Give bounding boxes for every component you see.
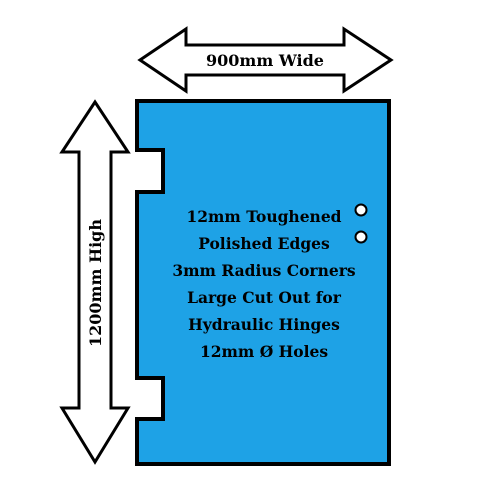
spec-line-cut-out: Large Cut Out for: [187, 288, 342, 307]
height-label: 1200mm High: [86, 219, 105, 347]
spec-line-toughened: 12mm Toughened: [186, 207, 341, 226]
spec-line-polished-edges: Polished Edges: [198, 234, 330, 253]
width-arrow: [137, 26, 394, 94]
height-arrow: [59, 99, 131, 465]
width-label: 900mm Wide: [206, 51, 324, 70]
handle-hole-bottom: [354, 230, 368, 244]
spec-line-hinges: Hydraulic Hinges: [188, 315, 340, 334]
spec-line-holes: 12mm Ø Holes: [200, 342, 328, 361]
handle-hole-top: [354, 203, 368, 217]
spec-line-radius-corners: 3mm Radius Corners: [172, 261, 356, 280]
glass-panel: [135, 99, 391, 466]
